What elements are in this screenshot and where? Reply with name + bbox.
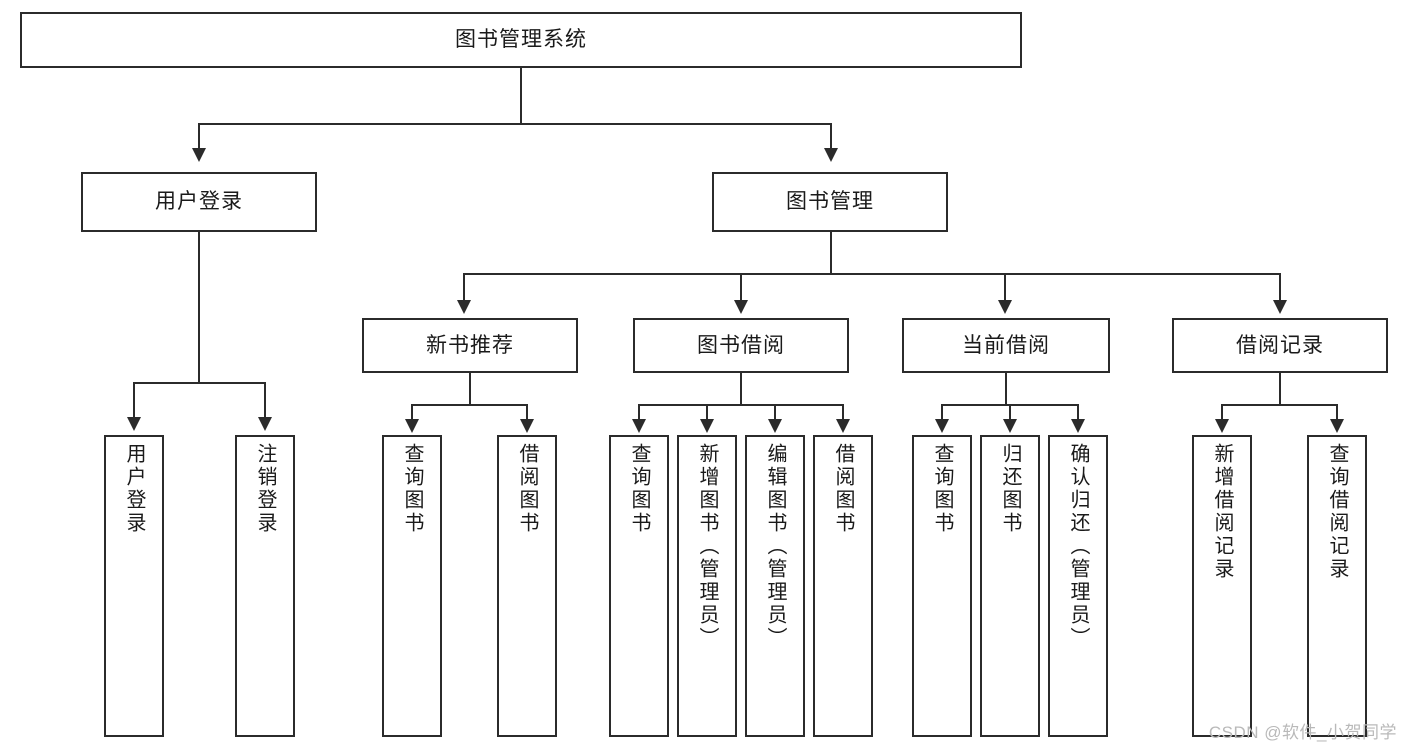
arrow-borrow-record-to-leaf-0 [1215, 419, 1229, 433]
node-label: 借阅图书 [516, 443, 538, 535]
node-label: 用户登录 [123, 443, 145, 535]
arrow-root-to-book-mgmt [824, 148, 838, 162]
arrow-book-mgmt-to-new-book [457, 300, 471, 314]
node-borrow-record[interactable]: 借阅记录 [1172, 318, 1388, 373]
edge-new-book-stem [469, 373, 471, 404]
edge-book-mgmt-to-book-borrow [740, 273, 742, 302]
edge-borrow-record-to-leaf-0 [1221, 404, 1223, 421]
edge-book-mgmt-bus [463, 273, 1281, 275]
node-label: 查询图书 [931, 443, 953, 535]
edge-current-borrow-to-leaf-1 [1009, 404, 1011, 421]
node-label: 确认归还（管理员） [1067, 443, 1089, 650]
arrow-user-login-to-leaf-0 [127, 417, 141, 431]
edge-book-borrow-to-leaf-3 [842, 404, 844, 421]
arrow-book-mgmt-to-book-borrow [734, 300, 748, 314]
edge-current-borrow-stem [1005, 373, 1007, 404]
leaf-user-login-0[interactable]: 用户登录 [104, 435, 164, 737]
node-label: 新增图书（管理员） [696, 443, 718, 650]
arrow-new-book-to-leaf-0 [405, 419, 419, 433]
arrow-new-book-to-leaf-1 [520, 419, 534, 433]
node-label: 查询借阅记录 [1326, 443, 1348, 581]
edge-new-book-to-leaf-1 [526, 404, 528, 421]
arrow-borrow-record-to-leaf-1 [1330, 419, 1344, 433]
edge-book-borrow-to-leaf-1 [706, 404, 708, 421]
node-label: 查询图书 [628, 443, 650, 535]
leaf-current-borrow-0[interactable]: 查询图书 [912, 435, 972, 737]
edge-book-borrow-stem [740, 373, 742, 404]
node-label: 注销登录 [254, 443, 276, 535]
edge-user-login-stem [198, 232, 200, 382]
leaf-book-borrow-0[interactable]: 查询图书 [609, 435, 669, 737]
leaf-current-borrow-1[interactable]: 归还图书 [980, 435, 1040, 737]
arrow-user-login-to-leaf-1 [258, 417, 272, 431]
edge-new-book-bus [411, 404, 528, 406]
node-label: 当前借阅 [962, 333, 1050, 357]
node-current-borrow[interactable]: 当前借阅 [902, 318, 1110, 373]
edge-borrow-record-to-leaf-1 [1336, 404, 1338, 421]
node-user-login[interactable]: 用户登录 [81, 172, 317, 232]
arrow-current-borrow-to-leaf-1 [1003, 419, 1017, 433]
edge-root-bus [198, 123, 832, 125]
watermark-text: CSDN @软件_小贺同学 [1208, 723, 1397, 742]
edge-user-login-to-leaf-0 [133, 382, 135, 419]
edge-book-mgmt-to-new-book [463, 273, 465, 302]
arrow-current-borrow-to-leaf-0 [935, 419, 949, 433]
leaf-new-book-1[interactable]: 借阅图书 [497, 435, 557, 737]
arrow-root-to-user-login [192, 148, 206, 162]
leaf-current-borrow-2[interactable]: 确认归还（管理员） [1048, 435, 1108, 737]
node-label: 图书管理系统 [455, 28, 587, 52]
arrow-current-borrow-to-leaf-2 [1071, 419, 1085, 433]
node-label: 用户登录 [155, 190, 243, 214]
edge-user-login-bus [133, 382, 266, 384]
leaf-new-book-0[interactable]: 查询图书 [382, 435, 442, 737]
arrow-book-mgmt-to-borrow-record [1273, 300, 1287, 314]
node-label: 查询图书 [401, 443, 423, 535]
leaf-borrow-record-1[interactable]: 查询借阅记录 [1307, 435, 1367, 737]
leaf-user-login-1[interactable]: 注销登录 [235, 435, 295, 737]
leaf-borrow-record-0[interactable]: 新增借阅记录 [1192, 435, 1252, 737]
edge-book-mgmt-to-current-borrow [1004, 273, 1006, 302]
node-new-book-recommend[interactable]: 新书推荐 [362, 318, 578, 373]
node-root-system[interactable]: 图书管理系统 [20, 12, 1022, 68]
node-label: 图书管理 [786, 190, 874, 214]
edge-user-login-to-leaf-1 [264, 382, 266, 419]
edge-root-to-book-mgmt [830, 123, 832, 151]
edge-borrow-record-bus [1221, 404, 1338, 406]
edge-root-stem [520, 68, 522, 123]
node-book-borrow[interactable]: 图书借阅 [633, 318, 849, 373]
edge-book-mgmt-stem [830, 232, 832, 273]
leaf-book-borrow-3[interactable]: 借阅图书 [813, 435, 873, 737]
edge-new-book-to-leaf-0 [411, 404, 413, 421]
edge-root-to-user-login [198, 123, 200, 151]
node-book-management[interactable]: 图书管理 [712, 172, 948, 232]
arrow-book-borrow-to-leaf-2 [768, 419, 782, 433]
node-label: 编辑图书（管理员） [764, 443, 786, 650]
node-label: 借阅记录 [1236, 333, 1324, 357]
leaf-book-borrow-2[interactable]: 编辑图书（管理员） [745, 435, 805, 737]
node-label: 新增借阅记录 [1211, 443, 1233, 581]
arrow-book-borrow-to-leaf-1 [700, 419, 714, 433]
arrow-book-borrow-to-leaf-0 [632, 419, 646, 433]
edge-book-borrow-to-leaf-2 [774, 404, 776, 421]
node-label: 图书借阅 [697, 333, 785, 357]
arrow-book-mgmt-to-current-borrow [998, 300, 1012, 314]
node-label: 借阅图书 [832, 443, 854, 535]
edge-book-mgmt-to-borrow-record [1279, 273, 1281, 302]
leaf-book-borrow-1[interactable]: 新增图书（管理员） [677, 435, 737, 737]
edge-borrow-record-stem [1279, 373, 1281, 404]
node-label: 归还图书 [999, 443, 1021, 535]
edge-book-borrow-to-leaf-0 [638, 404, 640, 421]
edge-current-borrow-to-leaf-0 [941, 404, 943, 421]
node-label: 新书推荐 [426, 333, 514, 357]
arrow-book-borrow-to-leaf-3 [836, 419, 850, 433]
edge-current-borrow-to-leaf-2 [1077, 404, 1079, 421]
edge-book-borrow-bus [638, 404, 844, 406]
